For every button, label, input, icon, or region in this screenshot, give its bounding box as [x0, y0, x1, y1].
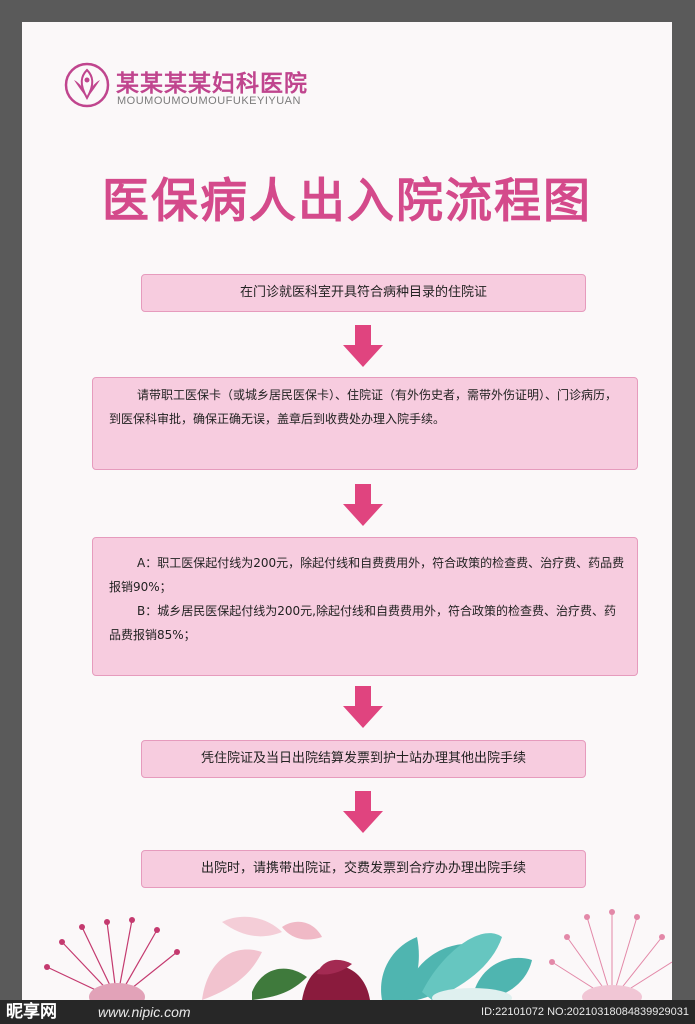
watermark-url: www.nipic.com [98, 1004, 191, 1020]
step-2-box: 请带职工医保卡（或城乡居民医保卡）、住院证（有外伤史者，需带外伤证明）、门诊病历… [92, 377, 638, 470]
hospital-name-pinyin: MOUMOUMOUMOUFUKEYIYUAN [117, 95, 301, 107]
poster: 某某某某妇科医院 MOUMOUMOUMOUFUKEYIYUAN 医保病人出入院流… [22, 22, 672, 1000]
step-4-text: 凭住院证及当日出院结算发票到护士站办理其他出院手续 [200, 751, 526, 766]
arrow-down-icon [343, 325, 383, 367]
watermark-bar: 昵享网 www.nipic.com ID:22101072 NO:2021031… [0, 1000, 695, 1024]
arrow-down-icon [343, 686, 383, 728]
step-3-line-a: A：职工医保起付线为200元，除起付线和自费费用外，符合政策的检查费、治疗费、药… [109, 556, 625, 594]
arrow-down-icon [343, 791, 383, 833]
step-3-line-b: B：城乡居民医保起付线为200元,除起付线和自费费用外，符合政策的检查费、治疗费… [109, 604, 616, 642]
flower-decoration [22, 882, 672, 1000]
step-2-text: 请带职工医保卡（或城乡居民医保卡）、住院证（有外伤史者，需带外伤证明）、门诊病历… [109, 388, 618, 426]
watermark-id: ID:22101072 NO:20210318084839929031 [481, 1006, 689, 1018]
hospital-name: 某某某某妇科医院 [116, 71, 308, 97]
page-title: 医保病人出入院流程图 [102, 174, 592, 229]
step-3-box: A：职工医保起付线为200元，除起付线和自费费用外，符合政策的检查费、治疗费、药… [92, 537, 638, 676]
arrow-down-icon [343, 484, 383, 526]
step-4-box: 凭住院证及当日出院结算发票到护士站办理其他出院手续 [141, 740, 586, 778]
flower-lotus-icon [64, 62, 110, 108]
step-1-text: 在门诊就医科室开具符合病种目录的住院证 [239, 285, 487, 300]
step-5-text: 出院时，请携带出院证，交费发票到合疗办办理出院手续 [200, 861, 526, 876]
step-5-box: 出院时，请携带出院证，交费发票到合疗办办理出院手续 [141, 850, 586, 888]
step-1-box: 在门诊就医科室开具符合病种目录的住院证 [141, 274, 586, 312]
watermark-site: 昵享网 [6, 1002, 57, 1022]
